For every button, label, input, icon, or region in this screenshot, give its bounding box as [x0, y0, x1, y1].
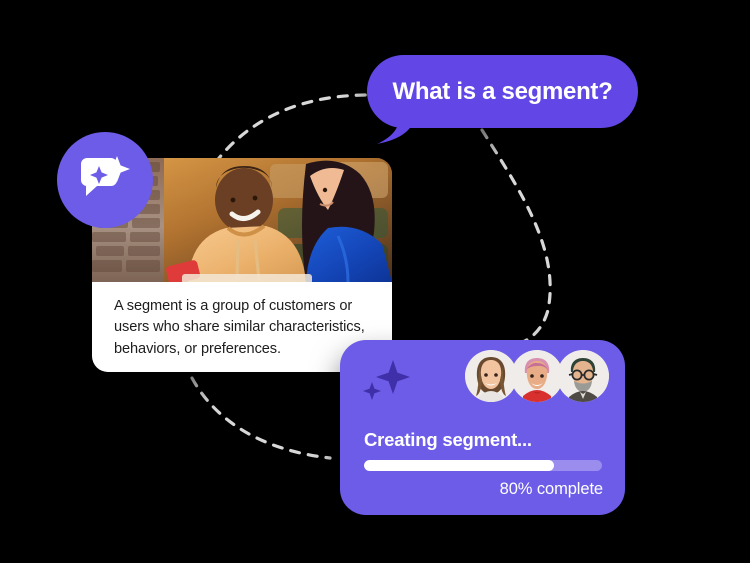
progress-bar-fill	[364, 460, 555, 471]
question-speech-bubble: What is a segment?	[367, 55, 638, 144]
progress-title: Creating segment...	[364, 429, 532, 450]
speech-bubble-tail	[377, 115, 415, 144]
speech-bubble-text: What is a segment?	[392, 77, 613, 105]
sparkles-icon	[363, 360, 410, 400]
progress-bar-track	[364, 460, 602, 471]
connector-bubble-to-progress	[480, 128, 552, 348]
chat-sparkle-icon	[81, 156, 130, 196]
connector-card-to-progress	[190, 376, 332, 460]
progress-percent-label: 80% complete	[499, 480, 603, 498]
avatar-group	[465, 350, 609, 402]
avatar-woman-brown-hair	[465, 350, 517, 402]
segment-definition-text: A segment is a group of customers or use…	[114, 298, 365, 357]
ai-assistant-badge[interactable]	[57, 132, 153, 228]
avatar-woman-pink-hair	[511, 350, 563, 402]
avatar-man-glasses	[557, 350, 609, 402]
creating-segment-progress-card: Creating segment... 80% complete	[340, 340, 625, 515]
